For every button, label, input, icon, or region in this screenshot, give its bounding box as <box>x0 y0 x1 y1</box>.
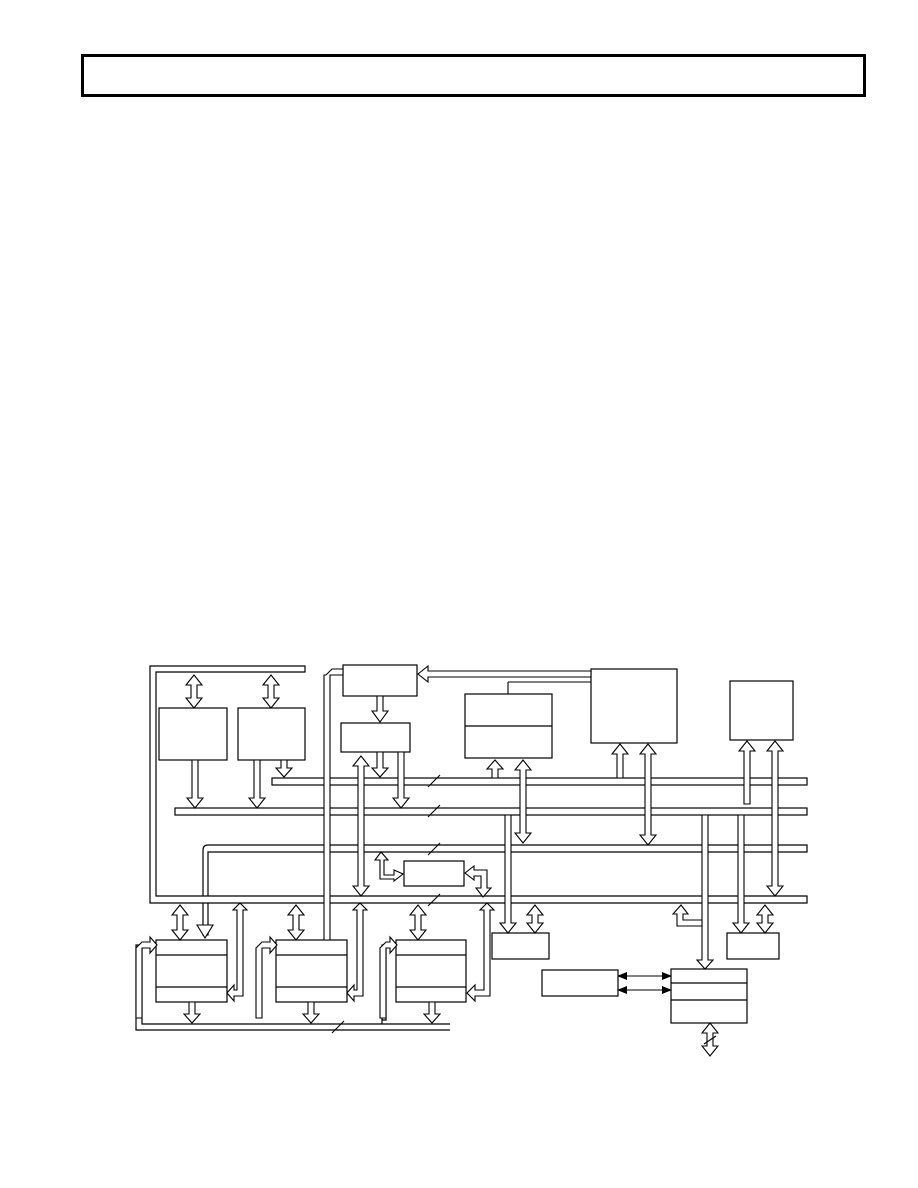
block-g <box>729 680 794 741</box>
bus-4 <box>149 665 808 904</box>
block-h <box>403 860 465 887</box>
header-frame <box>81 54 866 97</box>
block-a <box>158 707 228 761</box>
block-j <box>275 939 348 1003</box>
bus-1 <box>271 777 808 786</box>
block-d <box>340 722 411 753</box>
block-i <box>155 939 228 1003</box>
block-c <box>342 664 418 697</box>
bus-2 <box>174 807 808 816</box>
block-n <box>541 969 619 997</box>
block-o <box>670 968 748 1024</box>
block-f <box>590 668 678 744</box>
bus-3 <box>202 844 808 936</box>
block-k <box>395 939 467 1003</box>
block-b <box>237 707 306 761</box>
block-l <box>491 932 550 960</box>
block-m <box>726 932 780 960</box>
